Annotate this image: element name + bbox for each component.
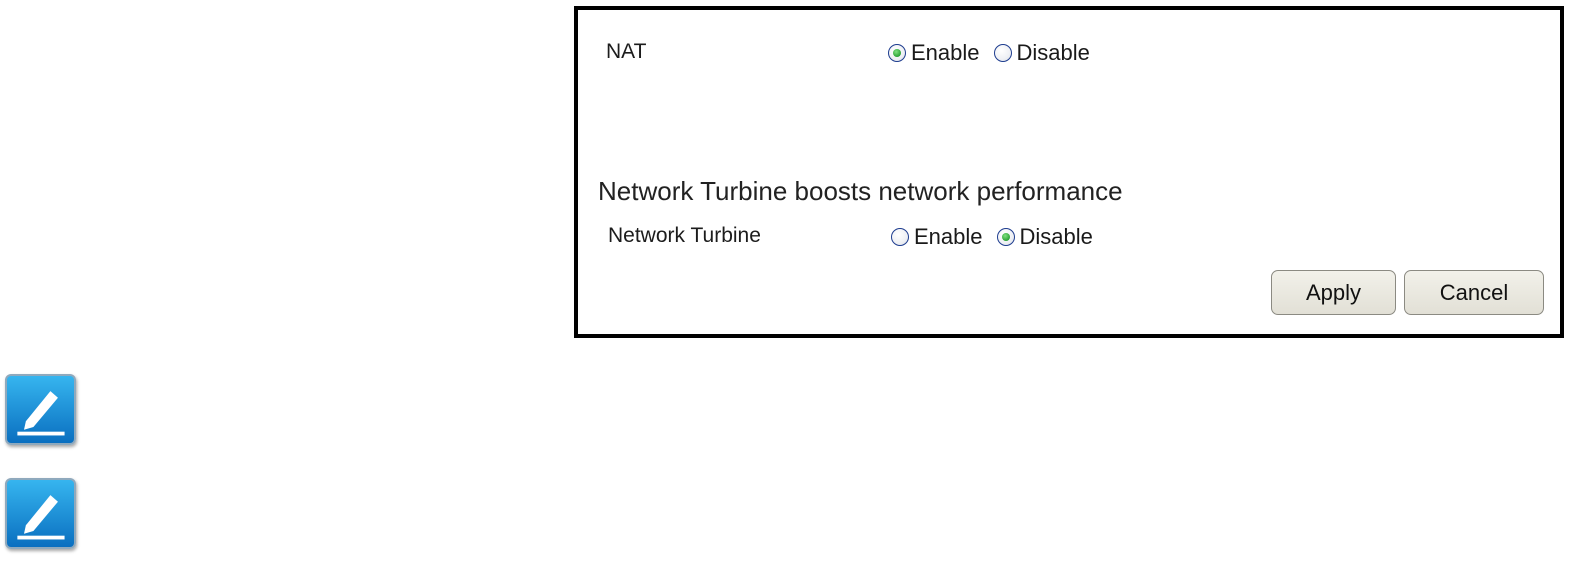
turbine-enable-radio[interactable]: Enable: [891, 224, 983, 250]
nat-label: NAT: [606, 40, 646, 64]
nat-radio-group: Enable Disable: [888, 40, 1104, 66]
turbine-label: Network Turbine: [608, 224, 761, 248]
radio-unchecked-icon: [994, 44, 1012, 62]
settings-panel: NAT Enable Disable Network Turbine boost…: [574, 6, 1564, 338]
nat-disable-radio[interactable]: Disable: [994, 40, 1090, 66]
turbine-radio-group: Enable Disable: [891, 224, 1107, 250]
radio-checked-icon: [888, 44, 906, 62]
turbine-enable-label: Enable: [914, 224, 983, 250]
radio-unchecked-icon: [891, 228, 909, 246]
nat-enable-radio[interactable]: Enable: [888, 40, 980, 66]
pencil-note-icon: [5, 478, 76, 549]
pencil-note-icon: [5, 374, 76, 445]
turbine-description: Network Turbine boosts network performan…: [598, 176, 1123, 207]
cancel-button[interactable]: Cancel: [1404, 270, 1544, 315]
nat-disable-label: Disable: [1017, 40, 1090, 66]
nat-enable-label: Enable: [911, 40, 980, 66]
turbine-disable-label: Disable: [1020, 224, 1093, 250]
apply-button[interactable]: Apply: [1271, 270, 1396, 315]
turbine-disable-radio[interactable]: Disable: [997, 224, 1093, 250]
radio-checked-icon: [997, 228, 1015, 246]
